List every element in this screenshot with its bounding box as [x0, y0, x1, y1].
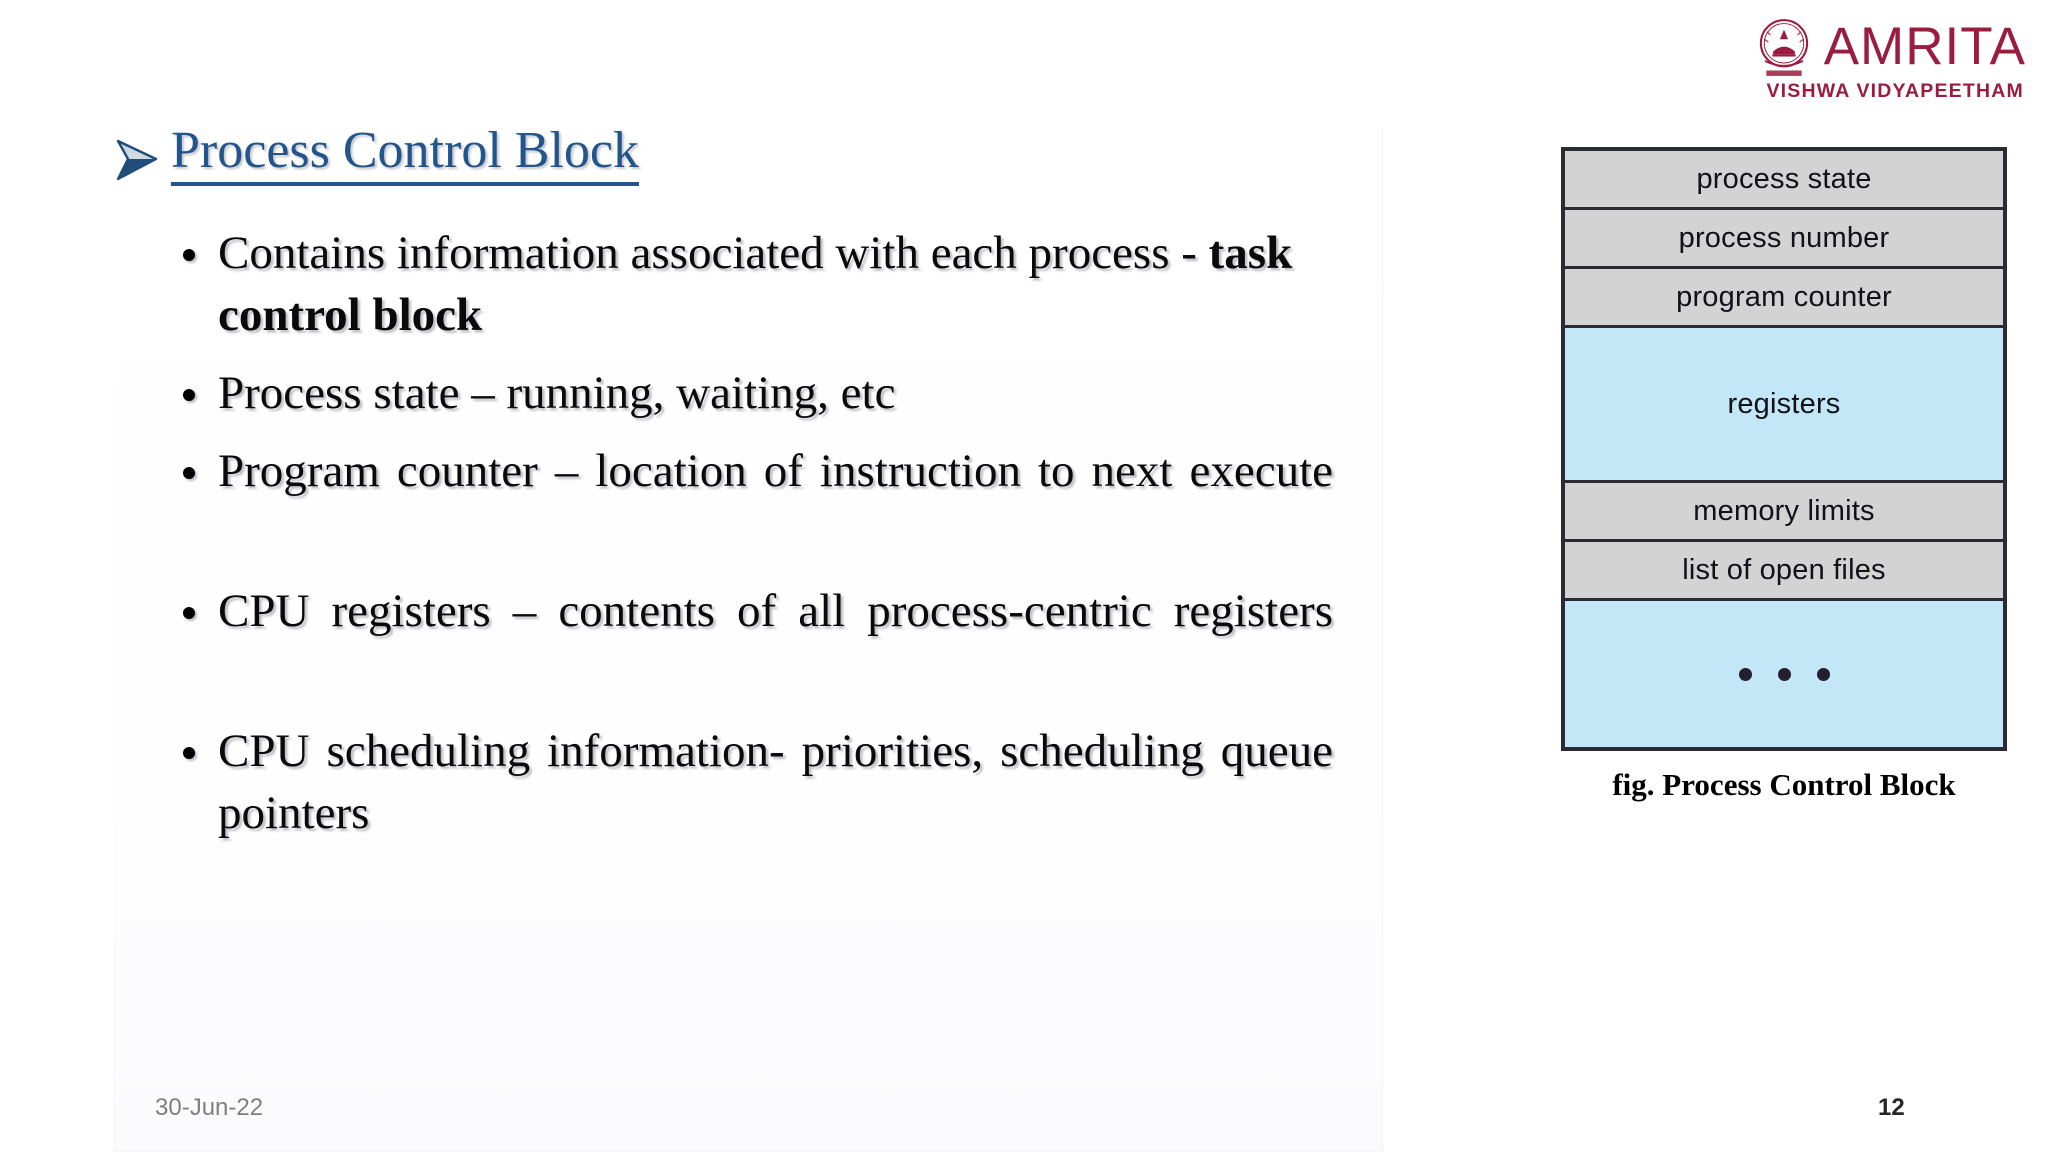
- bullet-dot-icon: [183, 747, 195, 760]
- bullet-text: CPU scheduling information- priorities, …: [218, 720, 1333, 906]
- logo-subtitle: VISHWA VIDYAPEETHAM: [1766, 80, 2024, 102]
- bullet-item-program-counter: Program counter – location of instructio…: [183, 440, 1333, 564]
- bullet-dot-icon: [183, 249, 195, 261]
- page-title-row: Process Control Block: [113, 123, 639, 186]
- bullet-dot-icon: [183, 467, 195, 480]
- amrita-emblem-icon: [1759, 19, 1808, 76]
- ellipsis-dots-icon: [1738, 667, 1830, 681]
- bullet-item-cpu-registers: CPU registers – contents of all process-…: [183, 580, 1333, 704]
- pcb-figure-caption: fig. Process Control Block: [1612, 767, 1956, 802]
- bullet-text: CPU registers – contents of all process-…: [218, 580, 1333, 704]
- pcb-row-list-of-open-files: list of open files: [1565, 542, 2003, 601]
- pcb-diagram: process state process number program cou…: [1561, 147, 2007, 751]
- arrow-bullet-icon: [116, 139, 158, 181]
- bullet-dot-icon: [183, 607, 195, 620]
- page-title: Process Control Block: [171, 123, 639, 186]
- pcb-row-ellipsis: [1565, 601, 2003, 747]
- pcb-row-process-number: process number: [1565, 210, 2003, 269]
- bullet-text: Program counter – location of instructio…: [218, 440, 1333, 564]
- bullet-text-prefix: CPU scheduling information- priorities, …: [218, 725, 1333, 840]
- bullet-item-cpu-scheduling: CPU scheduling information- priorities, …: [183, 720, 1333, 906]
- logo-wordmark: AMRITA: [1823, 16, 2026, 76]
- bullet-text-prefix: Contains information associated with eac…: [218, 227, 1209, 279]
- bullet-text: Contains information associated with eac…: [218, 222, 1333, 346]
- bullet-text-emphasis: task control block: [218, 227, 1293, 342]
- footer-page-number: 12: [1878, 1094, 1905, 1121]
- bullet-list: Contains information associated with eac…: [183, 222, 1333, 922]
- pcb-row-process-state: process state: [1565, 151, 2003, 210]
- footer-date: 30-Jun-22: [155, 1094, 264, 1121]
- pcb-row-memory-limits: memory limits: [1565, 483, 2003, 542]
- amrita-logo: AMRITA VISHWA VIDYAPEETHAM: [1750, 12, 2026, 102]
- pcb-figure: process state process number program cou…: [1561, 147, 2007, 804]
- bullet-item-process-state: Process state – running, waiting, etc: [183, 362, 1333, 424]
- pcb-row-registers: registers: [1565, 328, 2003, 483]
- bullet-text: Process state – running, waiting, etc: [218, 362, 1333, 424]
- bullet-dot-icon: [183, 389, 195, 402]
- pcb-row-program-counter: program counter: [1565, 269, 2003, 328]
- bullet-text-prefix: CPU registers – contents of all process-…: [218, 585, 1333, 638]
- bullet-text-prefix: Process state – running, waiting, etc: [218, 367, 896, 420]
- bullet-item-contains-information: Contains information associated with eac…: [183, 222, 1333, 346]
- bullet-text-prefix: Program counter – location of instructio…: [218, 445, 1333, 498]
